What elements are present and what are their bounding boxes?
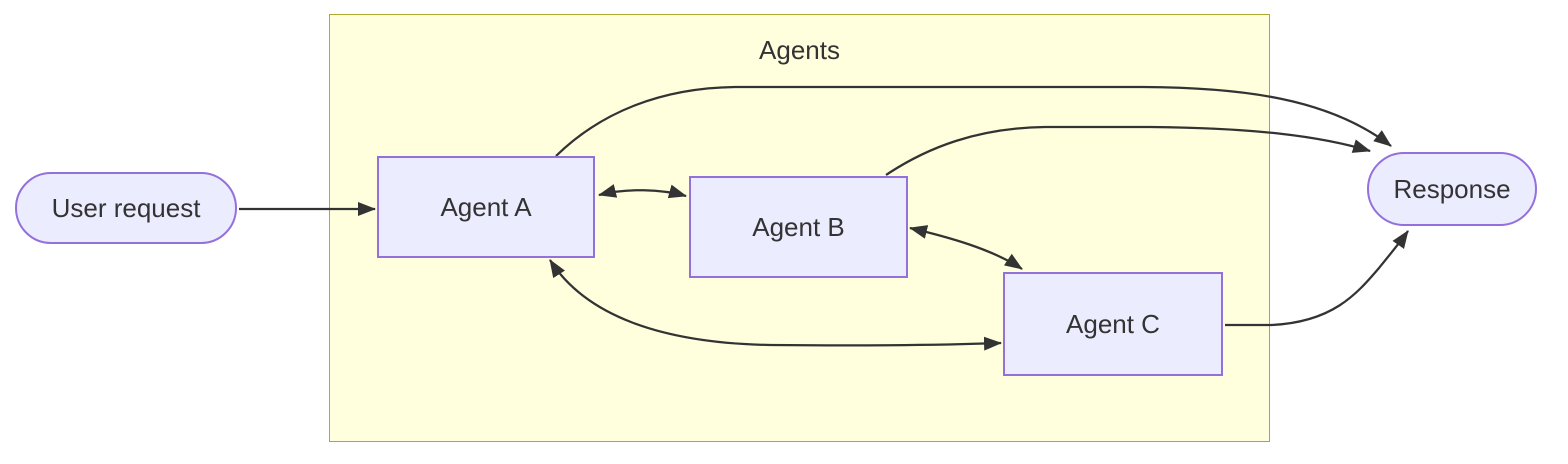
edge-agent-b-agent-c-bidirectional	[909, 225, 1023, 270]
agent-c-node: Agent C	[1003, 272, 1223, 376]
edge-agent-c-to-response	[1225, 230, 1409, 327]
edge-agent-a-agent-b-bidirectional	[598, 184, 687, 199]
user-request-label: User request	[51, 192, 201, 223]
agent-a-node: Agent A	[377, 156, 595, 258]
agent-b-label: Agent B	[752, 211, 845, 242]
response-label: Response	[1393, 173, 1511, 204]
user-request-node: User request	[15, 172, 237, 244]
agent-b-node: Agent B	[689, 176, 908, 278]
edge-agent-a-agent-c-bidirectional	[549, 259, 1002, 351]
agent-a-label: Agent A	[440, 191, 532, 222]
agent-c-label: Agent C	[1066, 308, 1160, 339]
edge-agent-b-to-response	[885, 125, 1371, 176]
edge-agent-a-to-response	[555, 85, 1392, 157]
response-node: Response	[1367, 152, 1537, 226]
agents-cluster-title: Agents	[759, 35, 840, 65]
